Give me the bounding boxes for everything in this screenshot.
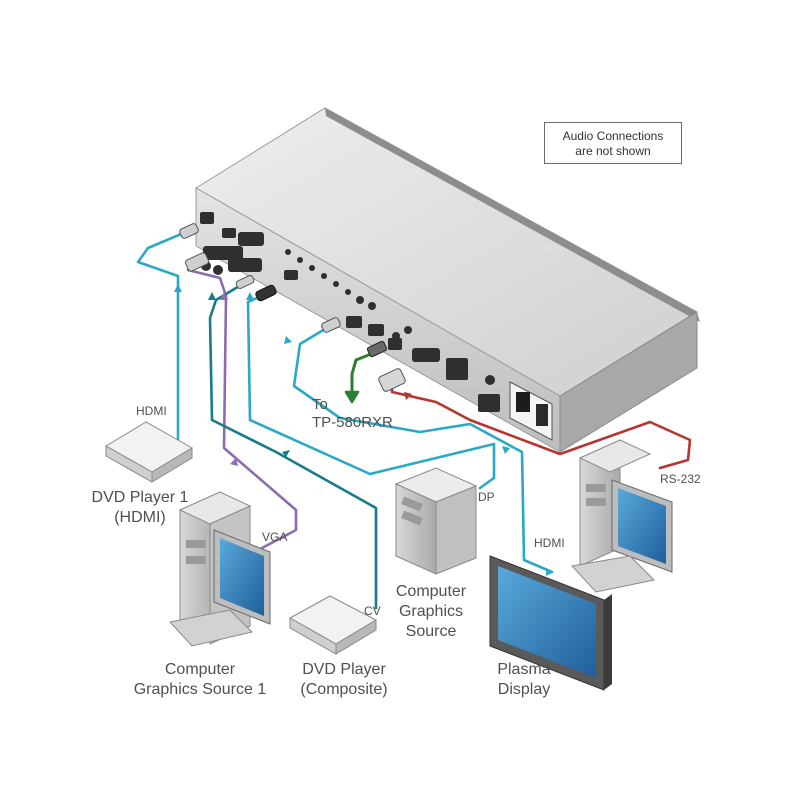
hdmi-input-label: HDMI [136,404,167,418]
dp-label: DP [478,490,495,504]
computer-2 [394,467,478,575]
hdmi-output-label: HDMI [534,536,565,550]
computer-2-line2: Graphics [398,603,464,620]
computer-1-line2: Graphics Source 1 [133,681,267,698]
dvd-player-1-line1: DVD Player 1 [91,489,189,506]
tp-destination-label: To TP-580RXR [312,396,393,432]
vga-label: VGA [262,530,288,544]
tp-output-cable [350,350,378,398]
hdmi-input-cable [136,230,188,442]
dvd-player-1-label: DVD Player 1 (HDMI) [80,488,200,528]
hdmi-output-cable [292,324,554,574]
audio-note-line2: are not shown [575,144,651,158]
plasma-display-line2: Display [497,681,551,698]
cv-label: CV [364,604,381,618]
dvd-player-2-label: DVD Player (Composite) [284,660,404,700]
switcher-unit [195,107,700,453]
computer-2-line1: Computer [395,583,467,600]
dp-cable [246,292,496,490]
audio-note-box: Audio Connections are not shown [544,122,682,164]
audio-note-line1: Audio Connections [562,129,664,143]
computer-2-label: Computer Graphics Source [376,582,486,642]
rs232-computer [571,439,673,593]
plasma-display [489,555,612,691]
cable-plugs [179,223,406,392]
rs232-label: RS-232 [660,472,701,486]
dvd-player-2-line1: DVD Player [302,661,386,678]
cables [136,230,692,610]
dvd-player-1 [105,421,193,483]
plasma-display-line1: Plasma [497,661,551,678]
vga-cable [186,260,298,550]
computer-1-line1: Computer [164,661,236,678]
tp-destination-line1: To [312,396,328,413]
rear-panel-connectors [200,212,500,412]
dvd-player-1-line2: (HDMI) [114,509,166,526]
dvd-player-2-line2: (Composite) [300,681,388,698]
dvd-player-2 [288,595,378,655]
computer-2-line3: Source [405,623,457,640]
tp-destination-line2: TP-580RXR [312,414,393,431]
computer-1-label: Computer Graphics Source 1 [120,660,280,700]
plasma-display-label: Plasma Display [476,660,572,700]
power-socket [509,381,553,441]
computer-1 [169,491,271,647]
